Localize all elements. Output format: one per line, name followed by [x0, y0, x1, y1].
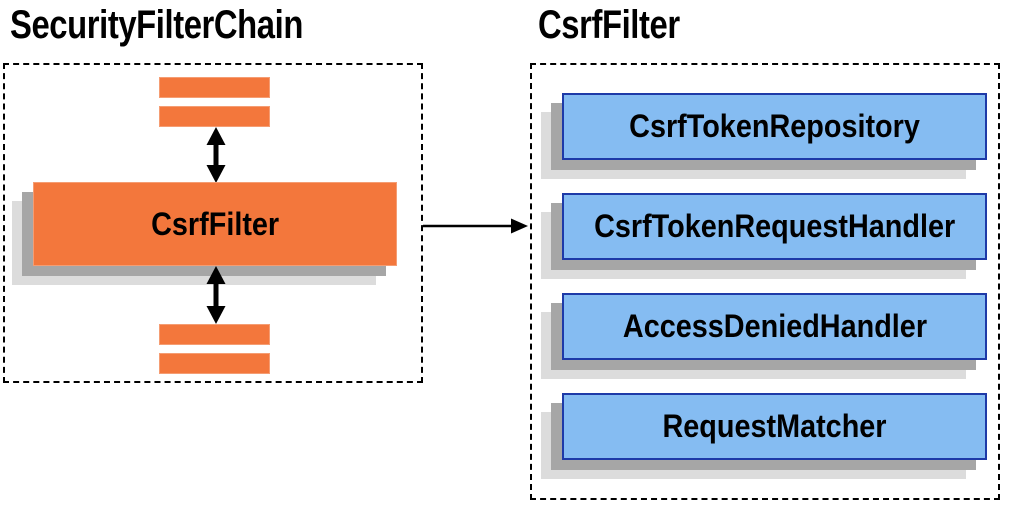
filter-placeholder-bar: [159, 324, 270, 345]
arrow-right-icon: [423, 218, 528, 234]
security-filter-chain-title: SecurityFilterChain: [10, 3, 367, 48]
double-arrow-vertical-icon: [206, 127, 226, 183]
component-box-access-denied-handler: AccessDeniedHandler: [562, 293, 987, 360]
component-box-label: RequestMatcher: [662, 408, 887, 444]
component-box-label: CsrfTokenRepository: [629, 108, 920, 144]
csrf-filter-panel: CsrfTokenRepository CsrfTokenRequestHand…: [530, 63, 1000, 500]
component-box-label: AccessDeniedHandler: [622, 308, 927, 344]
double-arrow-vertical-icon: [206, 266, 226, 324]
filter-placeholder-bar: [159, 106, 270, 127]
security-filter-chain-title-text: SecurityFilterChain: [10, 3, 303, 47]
csrf-filter-title: CsrfFilter: [538, 3, 711, 48]
csrf-filter-box-label: CsrfFilter: [150, 205, 280, 242]
csrf-filter-box: CsrfFilter: [33, 182, 397, 266]
component-box-label: CsrfTokenRequestHandler: [593, 208, 956, 244]
component-box-request-matcher: RequestMatcher: [562, 393, 987, 460]
csrf-filter-title-text: CsrfFilter: [538, 3, 680, 47]
security-filter-chain-panel: CsrfFilter: [3, 63, 423, 383]
filter-placeholder-bar: [159, 77, 270, 98]
component-box-csrf-token-repository: CsrfTokenRepository: [562, 93, 987, 160]
filter-placeholder-bar: [159, 353, 270, 374]
component-box-csrf-token-request-handler: CsrfTokenRequestHandler: [562, 193, 987, 260]
